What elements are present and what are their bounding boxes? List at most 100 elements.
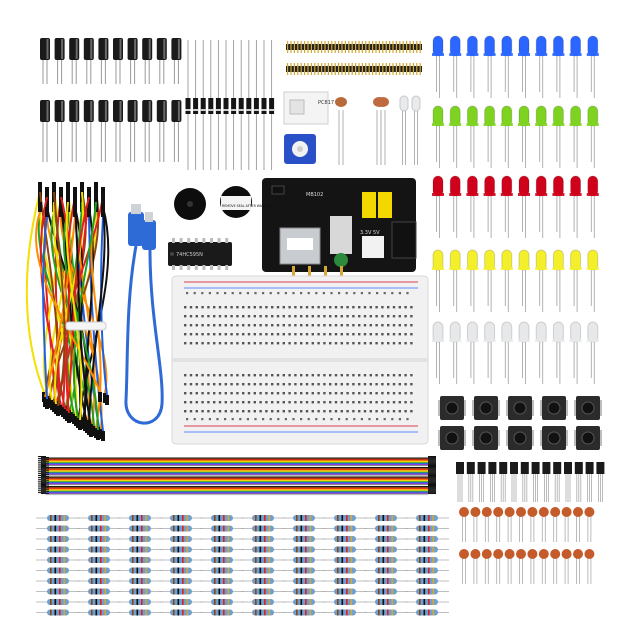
jumper-wire-icon	[53, 191, 66, 407]
breadboard-hole	[265, 401, 268, 404]
breadboard-hole	[288, 392, 291, 395]
resistor-band	[214, 578, 216, 584]
header-pin	[321, 63, 323, 75]
resistor-band	[428, 515, 430, 521]
breadboard-hole	[242, 383, 245, 386]
resistor-band	[350, 536, 353, 542]
header-pin	[412, 63, 414, 75]
breadboard-hole	[282, 410, 285, 413]
resistor-band	[54, 525, 57, 532]
wire-pin	[80, 182, 84, 192]
capacitor-stripe	[119, 39, 122, 59]
breadboard-hole	[282, 333, 285, 336]
header-pin	[372, 41, 374, 53]
breadboard-hole	[363, 333, 367, 336]
breadboard-hole	[358, 410, 361, 413]
breadboard-hole	[271, 401, 274, 404]
resistor-band	[309, 599, 312, 605]
jumper-wire-icon	[74, 206, 92, 428]
resistor-band	[59, 515, 61, 521]
ic-pin	[217, 238, 221, 243]
capacitor-stripe	[61, 39, 64, 59]
ceramic-capacitor-icon	[584, 549, 595, 559]
resistor-band	[309, 567, 312, 574]
breadboard-hole	[404, 342, 407, 345]
rail-hole	[186, 292, 189, 295]
wire-pin	[52, 182, 56, 192]
resistor-band	[346, 515, 348, 521]
header-pin	[375, 41, 377, 53]
led-rim	[552, 193, 565, 196]
ceramic-capacitor-icon	[538, 549, 549, 559]
resistor-band	[387, 578, 389, 584]
breadboard-hole	[329, 392, 332, 395]
resistor-band	[177, 609, 180, 616]
resistor-band	[223, 515, 225, 521]
breadboard-hole	[398, 324, 401, 327]
resistor-band	[218, 557, 221, 563]
resistor-band	[300, 599, 303, 605]
breadboard-hole	[276, 374, 280, 377]
breadboard-hole	[323, 342, 326, 345]
capacitor-stripe	[119, 101, 122, 121]
resistor-band	[173, 599, 175, 605]
resistor-band	[305, 546, 307, 553]
breadboard-hole	[387, 374, 390, 377]
breadboard-hole	[387, 306, 390, 309]
resistor-band	[391, 578, 394, 584]
resistor-band	[337, 546, 339, 553]
led-rim	[535, 267, 548, 270]
resistor-band	[100, 525, 102, 532]
resistor-band	[387, 588, 389, 595]
breadboard-hole	[346, 410, 349, 413]
resistor-band	[350, 599, 353, 605]
breadboard-hole	[213, 410, 216, 413]
transistor-icon	[585, 462, 594, 474]
diode-band	[238, 109, 244, 111]
breadboard-hole	[282, 315, 285, 318]
breadboard-hole	[317, 342, 320, 345]
breadboard-hole	[392, 315, 396, 318]
breadboard-hole	[276, 306, 280, 309]
breadboard-hole	[410, 383, 413, 386]
breadboard-hole	[230, 410, 233, 413]
breadboard-hole	[224, 324, 227, 327]
ribbon-connector	[38, 484, 46, 486]
rail-hole	[246, 418, 249, 421]
resistor-band	[305, 525, 307, 532]
breadboard-hole	[224, 306, 227, 309]
button-leg	[600, 430, 602, 446]
ribbon-connector	[41, 493, 49, 495]
ribbon-connector	[41, 456, 49, 458]
breadboard-hole	[387, 315, 390, 318]
resistor-band	[300, 515, 303, 521]
breadboard-hole	[189, 315, 193, 318]
breadboard-hole	[207, 383, 210, 386]
clear-led-icon	[399, 95, 409, 112]
ic-pin	[187, 265, 191, 270]
rail-hole	[330, 292, 333, 295]
photoresistor-icon	[335, 97, 347, 107]
resistor-band	[50, 536, 52, 542]
resistor-band	[227, 567, 230, 574]
diode-band	[269, 109, 275, 111]
ribbon-connector	[41, 479, 49, 481]
rail-hole	[193, 292, 196, 295]
breadboard-hole	[288, 401, 291, 404]
resistor-band	[346, 567, 348, 574]
breadboard-hole	[195, 333, 198, 336]
breadboard-hole	[259, 410, 262, 413]
resistor-band	[227, 546, 230, 553]
breadboard-hole	[305, 410, 309, 413]
resistor-band	[337, 515, 339, 521]
resistor-band	[255, 557, 257, 563]
breadboard-hole	[317, 383, 320, 386]
resistor-band	[428, 536, 430, 542]
diode-band	[185, 109, 191, 111]
resistor-band	[309, 546, 312, 553]
button-leg	[600, 400, 602, 416]
ic-notch	[170, 252, 174, 256]
resistor-band	[141, 557, 143, 563]
rail-hole	[338, 418, 341, 421]
